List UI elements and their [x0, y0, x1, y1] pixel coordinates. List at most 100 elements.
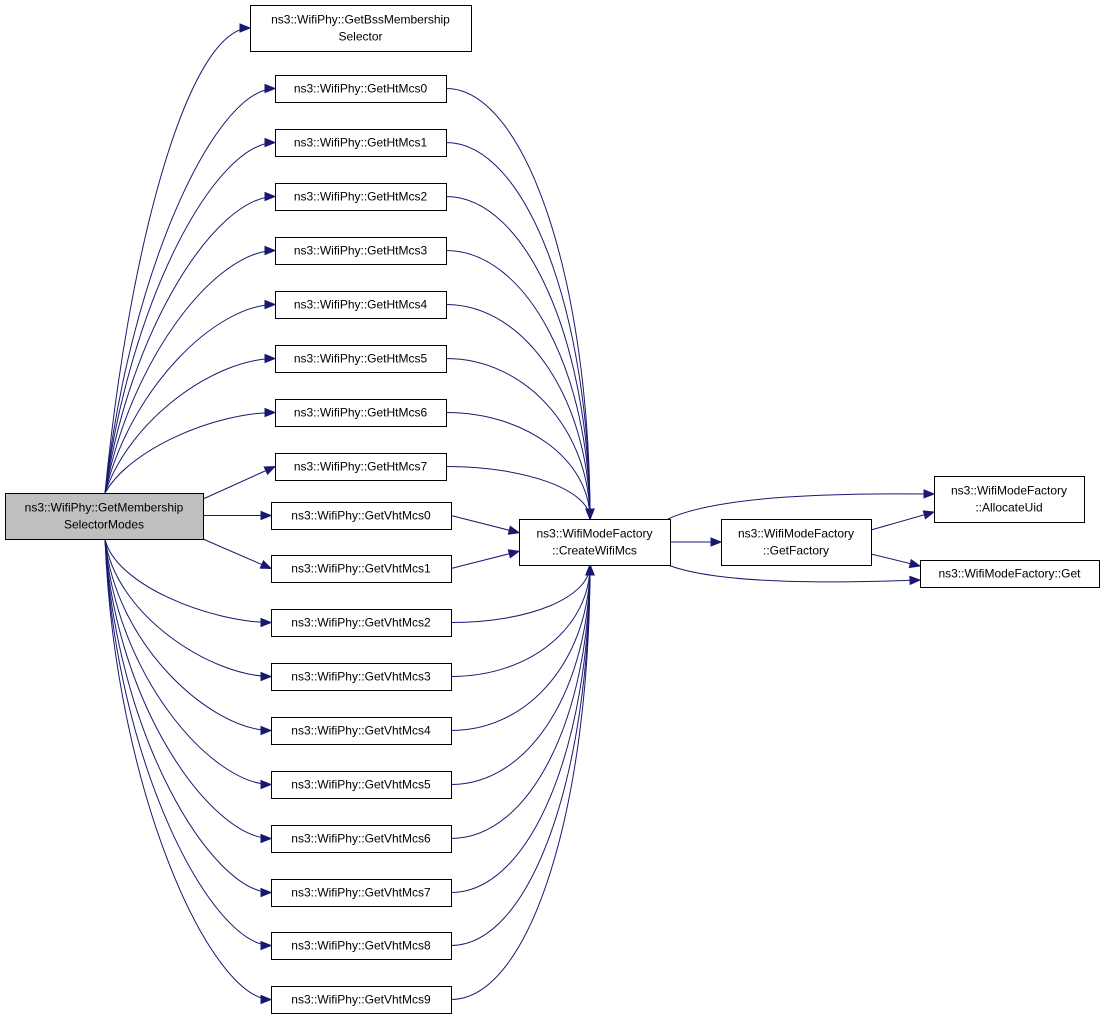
edge-root-to-vht4	[104, 538, 273, 736]
edge-ht7-to-create	[445, 466, 595, 521]
edge-ht2-to-create	[445, 196, 595, 521]
edge-line	[870, 511, 935, 531]
edge-vht1-to-create	[450, 549, 521, 569]
edge-line	[450, 550, 520, 569]
node-label: ns3::WifiPhy::GetVhtMcs9	[291, 993, 431, 1007]
arrowhead-icon	[264, 137, 277, 148]
edge-root-to-ht0	[104, 83, 277, 494]
edge-line	[445, 196, 591, 520]
edge-line	[445, 88, 591, 520]
edge-line	[450, 564, 591, 623]
edge-line	[104, 538, 272, 785]
node-alloc[interactable]: ns3::WifiModeFactory::AllocateUid	[934, 476, 1085, 523]
node-label: ns3::WifiPhy::GetHtMcs6	[294, 406, 428, 420]
node-label: ns3::WifiPhy::GetHtMcs2	[294, 190, 428, 204]
node-label: ns3::WifiPhy::GetHtMcs7	[294, 460, 428, 474]
node-vht9[interactable]: ns3::WifiPhy::GetVhtMcs9	[271, 986, 452, 1014]
arrowhead-icon	[260, 617, 273, 628]
node-label: ::CreateWifiMcs	[552, 544, 637, 558]
node-label: ns3::WifiPhy::GetVhtMcs5	[291, 778, 431, 792]
edge-line	[202, 466, 276, 500]
edge-line	[104, 27, 251, 494]
arrowhead-icon	[585, 508, 595, 521]
edge-ht3-to-create	[445, 250, 595, 521]
edge-vht3-to-create	[450, 563, 595, 677]
edge-line	[104, 538, 272, 677]
edge-vht6-to-create	[450, 563, 595, 839]
edge-line	[202, 538, 272, 569]
edge-root-to-vht9	[104, 538, 273, 1005]
node-box	[271, 717, 452, 745]
node-vht2[interactable]: ns3::WifiPhy::GetVhtMcs2	[271, 609, 452, 637]
node-ht4[interactable]: ns3::WifiPhy::GetHtMcs4	[275, 291, 447, 319]
edge-line	[450, 564, 591, 731]
arrowhead-icon	[260, 510, 273, 521]
node-vht8[interactable]: ns3::WifiPhy::GetVhtMcs8	[271, 932, 452, 960]
node-box	[271, 609, 452, 637]
node-ht3[interactable]: ns3::WifiPhy::GetHtMcs3	[275, 237, 447, 265]
node-ht5[interactable]: ns3::WifiPhy::GetHtMcs5	[275, 345, 447, 373]
node-ht0[interactable]: ns3::WifiPhy::GetHtMcs0	[275, 75, 447, 103]
node-vht4[interactable]: ns3::WifiPhy::GetVhtMcs4	[271, 717, 452, 745]
node-create[interactable]: ns3::WifiModeFactory::CreateWifiMcs	[519, 519, 671, 566]
node-label: ns3::WifiPhy::GetBssMembership	[271, 13, 450, 27]
node-label: ns3::WifiPhy::GetHtMcs4	[294, 298, 428, 312]
node-box	[920, 560, 1100, 588]
node-ht7[interactable]: ns3::WifiPhy::GetHtMcs7	[275, 453, 447, 481]
edge-vht4-to-create	[450, 563, 595, 731]
node-box	[5, 493, 204, 540]
edge-create-to-get	[667, 564, 922, 586]
node-box	[271, 986, 452, 1014]
node-label: ns3::WifiPhy::GetVhtMcs4	[291, 724, 431, 738]
edge-line	[450, 564, 591, 677]
arrowhead-icon	[507, 525, 521, 535]
edge-root-to-ht3	[104, 245, 277, 494]
node-factory[interactable]: ns3::WifiModeFactory::GetFactory	[721, 519, 872, 566]
edge-line	[104, 412, 276, 494]
arrowhead-icon	[264, 299, 277, 310]
node-box	[275, 291, 447, 319]
node-box	[519, 519, 671, 566]
edge-line	[450, 515, 520, 534]
edge-line	[445, 142, 591, 520]
edge-line	[104, 304, 276, 494]
node-vht7[interactable]: ns3::WifiPhy::GetVhtMcs7	[271, 879, 452, 907]
arrowhead-icon	[909, 575, 922, 586]
edge-ht5-to-create	[445, 358, 595, 521]
node-vht6[interactable]: ns3::WifiPhy::GetVhtMcs6	[271, 825, 452, 853]
edge-line	[104, 538, 272, 623]
node-label: ns3::WifiPhy::GetHtMcs3	[294, 244, 428, 258]
edge-vht0-to-create	[450, 515, 521, 535]
edge-root-to-ht2	[104, 191, 277, 494]
node-vht5[interactable]: ns3::WifiPhy::GetVhtMcs5	[271, 771, 452, 799]
node-label: ns3::WifiModeFactory	[536, 527, 652, 541]
node-vht3[interactable]: ns3::WifiPhy::GetVhtMcs3	[271, 663, 452, 691]
node-box	[275, 345, 447, 373]
node-ht1[interactable]: ns3::WifiPhy::GetHtMcs1	[275, 129, 447, 157]
node-label: ns3::WifiPhy::GetVhtMcs6	[291, 832, 431, 846]
arrowhead-icon	[260, 940, 273, 951]
nodes-layer: ns3::WifiPhy::GetMembershipSelectorModes…	[5, 5, 1100, 1014]
arrowhead-icon	[264, 353, 277, 364]
node-ht6[interactable]: ns3::WifiPhy::GetHtMcs6	[275, 399, 447, 427]
arrowhead-icon	[260, 725, 273, 736]
node-get[interactable]: ns3::WifiModeFactory::Get	[920, 560, 1100, 588]
node-box	[271, 825, 452, 853]
node-vht0[interactable]: ns3::WifiPhy::GetVhtMcs0	[271, 502, 452, 530]
arrowhead-icon	[260, 833, 273, 844]
node-vht1[interactable]: ns3::WifiPhy::GetVhtMcs1	[271, 555, 452, 583]
edge-line	[667, 493, 935, 520]
edge-line	[104, 142, 276, 494]
edge-line	[104, 250, 276, 494]
edge-factory-to-alloc	[870, 510, 936, 531]
edge-line	[445, 304, 591, 520]
node-box	[271, 555, 452, 583]
node-ht2[interactable]: ns3::WifiPhy::GetHtMcs2	[275, 183, 447, 211]
arrowhead-icon	[264, 83, 277, 94]
edge-line	[445, 412, 591, 520]
edge-create-to-alloc	[667, 489, 936, 520]
node-label: ns3::WifiPhy::GetVhtMcs3	[291, 670, 431, 684]
